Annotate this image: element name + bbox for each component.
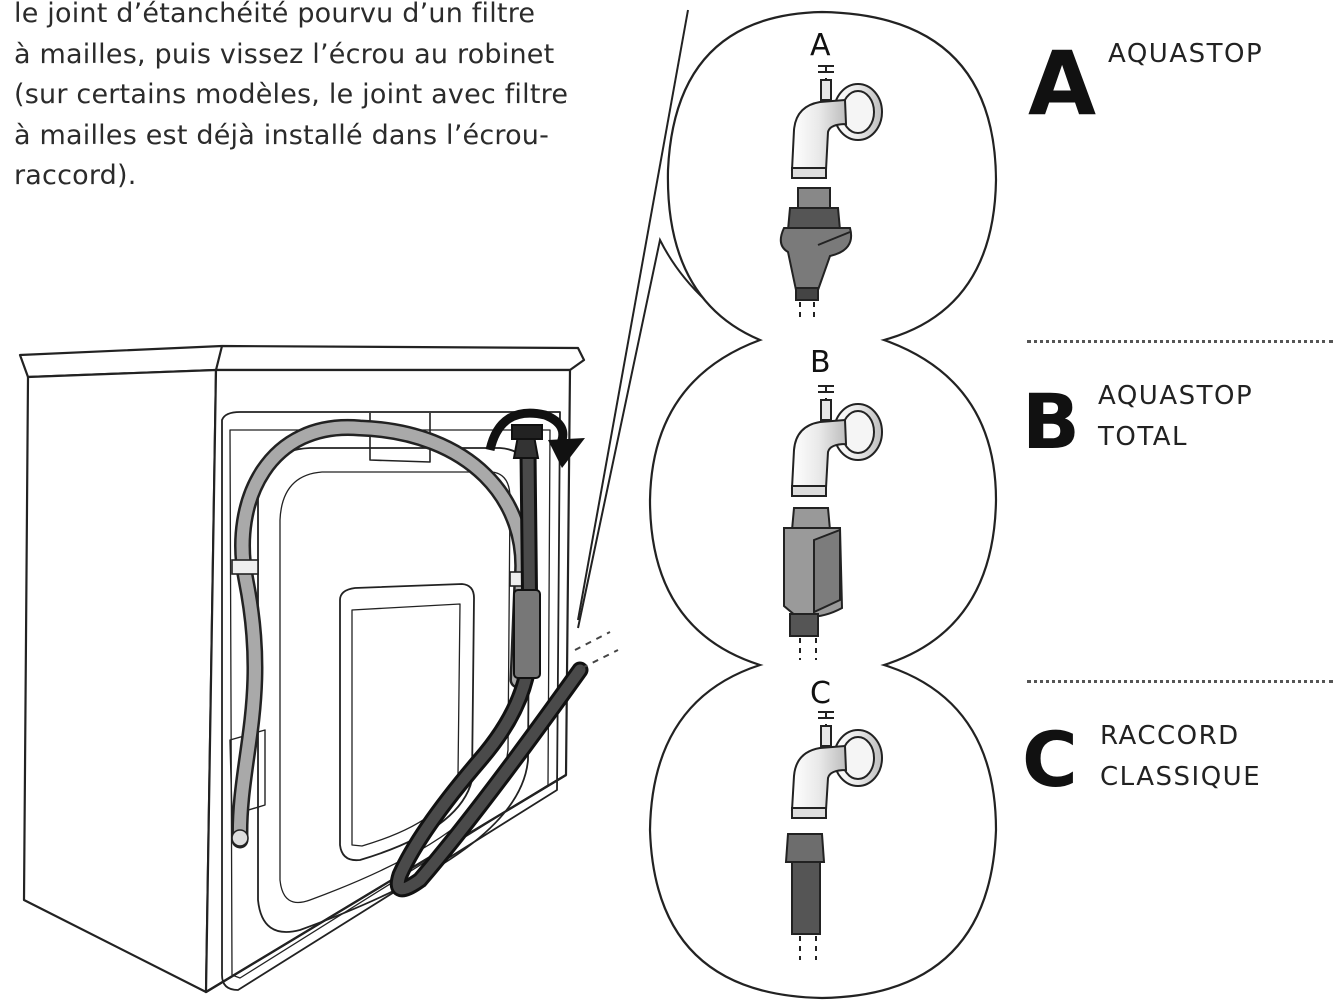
instruction-line: (sur certains modèles, le joint avec fil… [14, 79, 569, 110]
separator [1027, 680, 1333, 683]
inlet-hose [389, 408, 619, 898]
legend-label-b: AQUASTOP TOTAL [1098, 376, 1253, 458]
circle-label-b: B [810, 345, 831, 380]
legend-letter-c: C [1022, 715, 1078, 804]
legend-label-line: AQUASTOP [1108, 39, 1264, 69]
legend-letter-a: A [1028, 32, 1097, 135]
separator [1027, 340, 1333, 343]
circle-label-c: C [810, 676, 831, 711]
legend-label-c: RACCORD CLASSIQUE [1100, 716, 1261, 798]
legend-label-line: RACCORD [1100, 721, 1240, 751]
instruction-text: le joint d’étanchéité pourvu d’un filtre… [14, 0, 614, 197]
instruction-line: le joint d’étanchéité pourvu d’un filtre [14, 0, 536, 29]
instruction-line: raccord). [14, 160, 137, 191]
legend-label-a: AQUASTOP [1108, 34, 1263, 75]
washing-machine [18, 344, 586, 994]
callout-circles [648, 10, 998, 1000]
legend-label-line: AQUASTOP [1098, 381, 1254, 411]
legend-label-line: TOTAL [1098, 422, 1188, 452]
aquastop-total-fitting [783, 385, 883, 660]
circle-label-a: A [810, 28, 831, 63]
legend-letter-b: B [1022, 377, 1080, 466]
instruction-line: à mailles est déjà installé dans l’écrou… [14, 119, 550, 151]
classic-fitting [784, 711, 883, 960]
instruction-line: à mailles, puis vissez l’écrou au robine… [14, 38, 555, 70]
legend-label-line: CLASSIQUE [1100, 762, 1262, 792]
aquastop-fitting [779, 65, 883, 322]
